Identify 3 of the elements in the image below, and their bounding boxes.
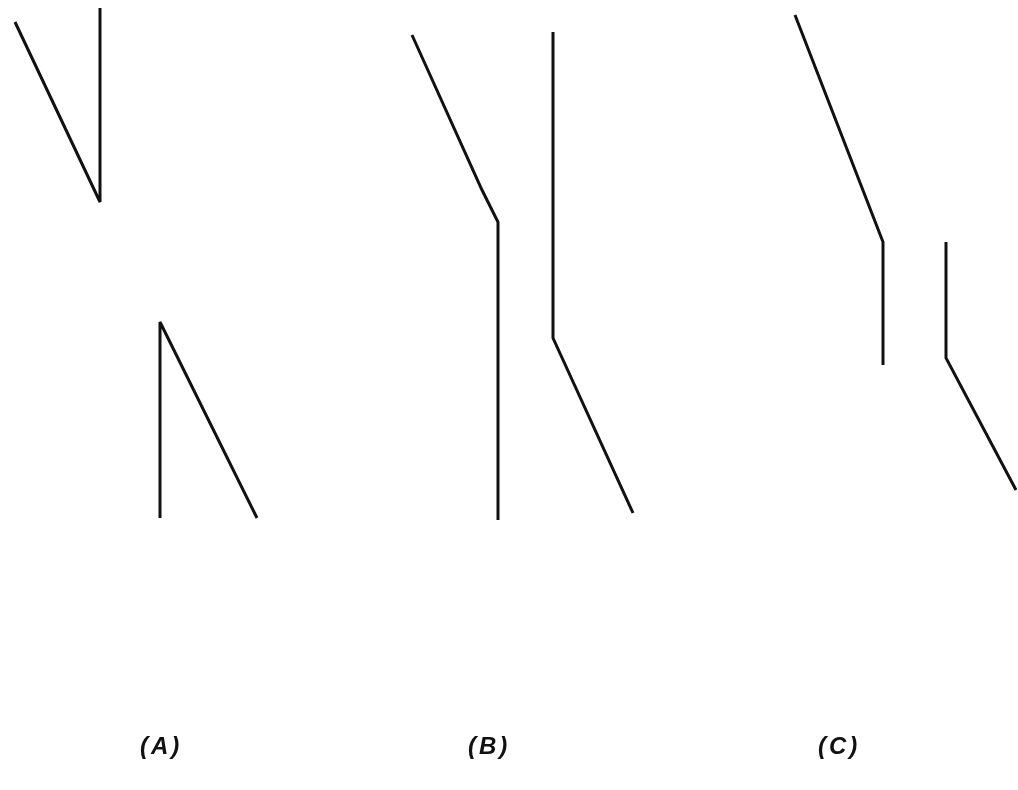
panel-label: (C) <box>818 732 861 760</box>
panel-label: (A) <box>140 732 183 760</box>
panel-label: (B) <box>468 732 511 760</box>
